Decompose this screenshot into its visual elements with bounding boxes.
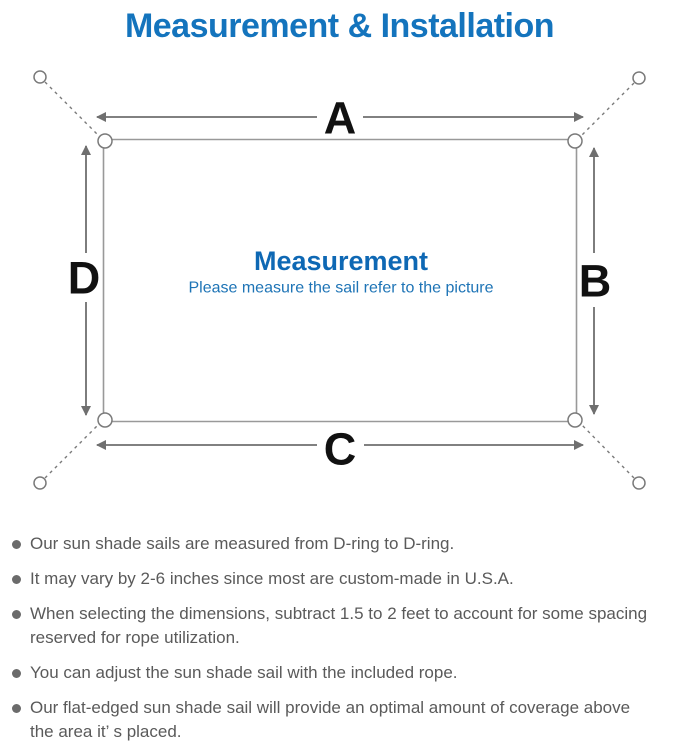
page-title: Measurement & Installation xyxy=(124,7,555,45)
anchor-ring-bottom-left-icon xyxy=(33,476,47,490)
note-text: You can adjust the sun shade sail with t… xyxy=(30,663,458,682)
dim-label-d: D xyxy=(68,253,101,304)
note-item: It may vary by 2-6 inches since most are… xyxy=(12,567,665,591)
diagram-subtitle: Please measure the sail refer to the pic… xyxy=(188,280,493,297)
bullet-icon xyxy=(12,669,21,678)
bullet-icon xyxy=(12,540,21,549)
anchor-ring-top-right-icon xyxy=(632,71,646,85)
measurement-diagram: A C D B Measurement Please measure the s… xyxy=(33,70,646,490)
corner-dring-bottom-right-icon xyxy=(567,412,583,428)
bullet-icon xyxy=(12,575,21,584)
note-text: It may vary by 2-6 inches since most are… xyxy=(30,569,514,588)
bullet-icon xyxy=(12,704,21,713)
corner-dring-top-right-icon xyxy=(567,133,583,149)
notes-list: Our sun shade sails are measured from D-… xyxy=(0,532,679,744)
note-item: When selecting the dimensions, subtract … xyxy=(12,602,665,650)
note-text: Our flat-edged sun shade sail will provi… xyxy=(30,698,631,741)
dim-label-b: B xyxy=(579,256,612,307)
anchor-ring-top-left-icon xyxy=(33,70,47,84)
bullet-icon xyxy=(12,610,21,619)
corner-dring-top-left-icon xyxy=(97,133,113,149)
sail-rectangle xyxy=(102,138,578,423)
note-text: When selecting the dimensions, subtract … xyxy=(30,604,648,647)
note-text: Our sun shade sails are measured from D-… xyxy=(30,534,455,553)
guy-line-bottom-right xyxy=(577,420,635,479)
note-item: You can adjust the sun shade sail with t… xyxy=(12,661,665,685)
dim-label-c: C xyxy=(324,424,357,475)
corner-dring-bottom-left-icon xyxy=(97,412,113,428)
guy-line-top-right xyxy=(577,82,635,140)
guy-line-bottom-left xyxy=(44,420,103,479)
guy-line-top-left xyxy=(44,81,103,140)
diagram-heading: Measurement xyxy=(254,246,428,276)
anchor-ring-bottom-right-icon xyxy=(632,476,646,490)
note-item: Our flat-edged sun shade sail will provi… xyxy=(12,696,665,744)
note-item: Our sun shade sails are measured from D-… xyxy=(12,532,665,556)
dim-label-a: A xyxy=(324,93,357,144)
